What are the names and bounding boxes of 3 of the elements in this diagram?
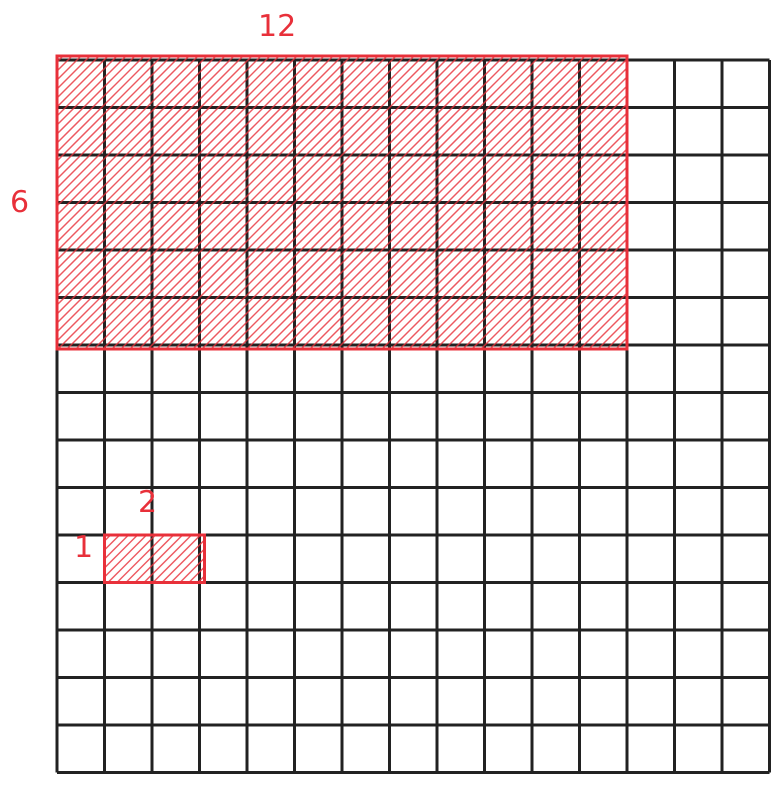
dimension-label: 6 [10,188,30,218]
dimension-label: 1 [74,533,94,563]
dimension-label: 12 [258,12,296,42]
